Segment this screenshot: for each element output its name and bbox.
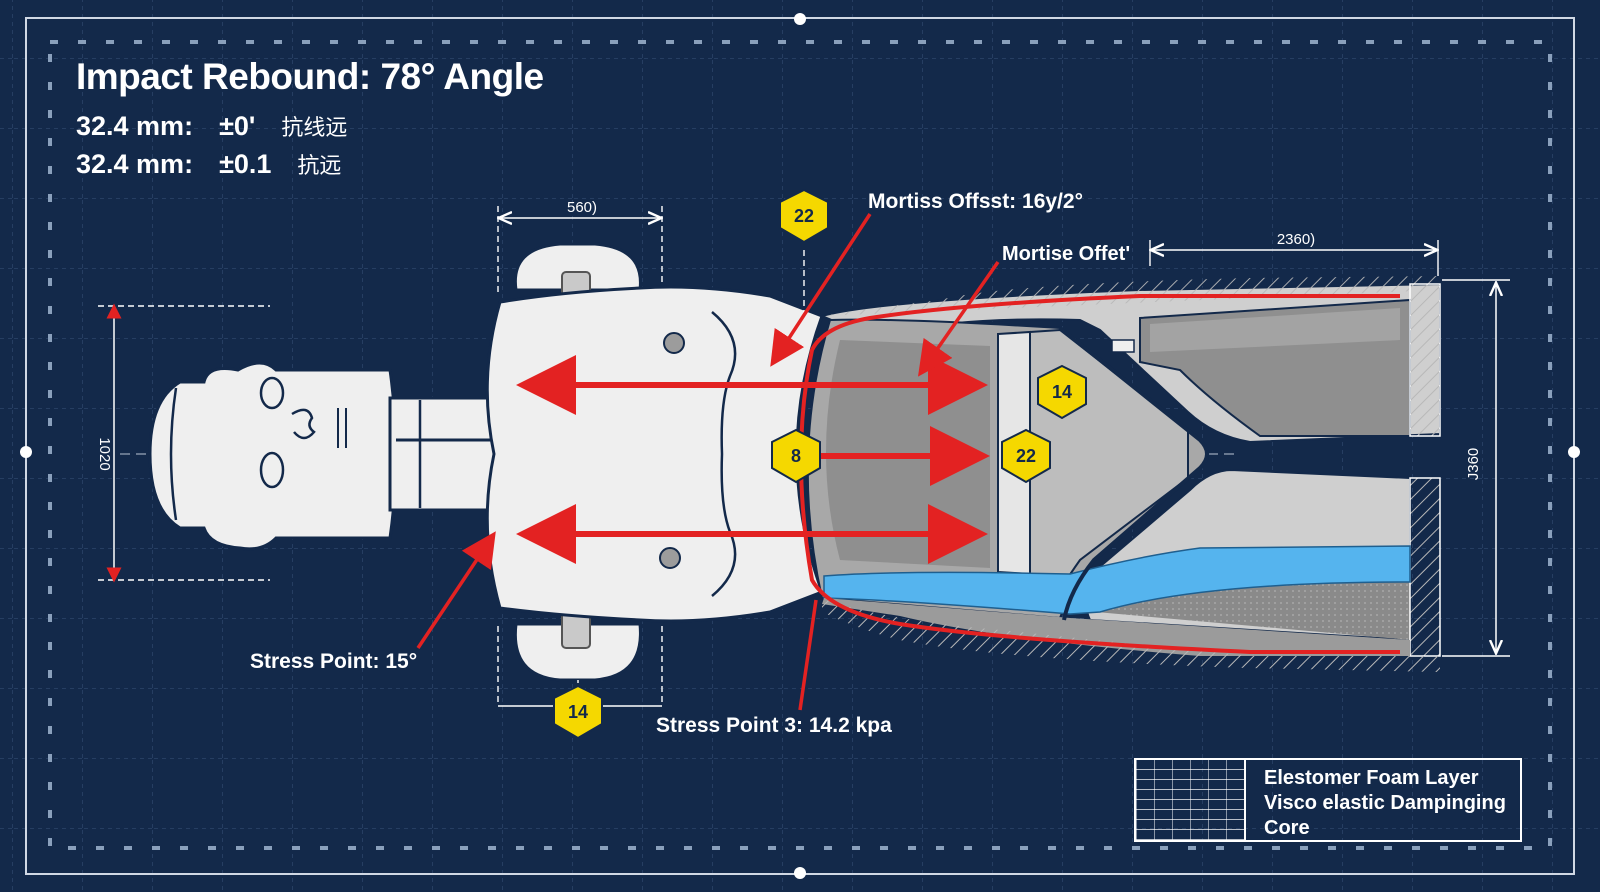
callout-mortise-offset-2: Mortise Offet' — [1002, 243, 1130, 265]
dim-head-height — [98, 303, 270, 583]
legend-box: Elestomer Foam Layer Visco elastic Dampi… — [1134, 758, 1522, 842]
frame-node-right — [1568, 446, 1580, 458]
spec-1-tolerance: ±0' — [219, 111, 256, 141]
spec-2-value: 32.4 mm: — [76, 149, 194, 179]
dummy-head — [148, 361, 398, 551]
dim-pelvis-length — [1150, 240, 1438, 276]
dim-shoulder-width — [498, 206, 662, 296]
legend-line-3: Core — [1264, 817, 1310, 839]
torso-bolt-bottom — [659, 547, 681, 569]
spec-1-note: 抗线远 — [281, 115, 348, 140]
marker-22-top: 22 — [779, 188, 829, 244]
svg-text:22: 22 — [794, 206, 814, 226]
spec-1-value: 32.4 mm: — [76, 111, 194, 141]
callout-stress-point-1: Stress Point: 15° — [250, 650, 417, 673]
dim-leg-height — [1442, 279, 1510, 657]
legend-text: Elestomer Foam Layer Visco elastic Dampi… — [1246, 760, 1506, 840]
foam-layer — [823, 545, 1411, 615]
page-title: Impact Rebound: 78° Angle — [76, 56, 544, 97]
dim-head-height-text: 1020 — [96, 437, 113, 470]
spec-2-note: 抗远 — [297, 153, 342, 178]
torso-bolt-top — [663, 332, 685, 354]
marker-14-chamber: 14 — [1037, 364, 1087, 420]
frame-node-left — [20, 446, 32, 458]
frame-node-bottom — [794, 867, 806, 879]
svg-text:22: 22 — [1016, 446, 1036, 466]
marker-22-center: 22 — [1001, 428, 1051, 484]
marker-14-bottom: 14 — [553, 684, 603, 740]
legend-line-1: Elestomer Foam Layer — [1264, 767, 1479, 789]
svg-text:14: 14 — [1052, 382, 1072, 402]
force-arrows — [516, 355, 990, 564]
legend-line-2: Visco elastic Dampinging — [1264, 792, 1506, 814]
frame-inner-dotted — [48, 40, 1552, 850]
leader-arrows — [416, 213, 1000, 711]
legend-swatch — [1136, 760, 1246, 840]
dim-leg-height-text: J360 — [1465, 448, 1482, 481]
spec-line-2: 32.4 mm: ±0.1 抗远 — [76, 146, 544, 184]
callout-mortise-offset-1: Mortiss Offsst: 16y/2° — [868, 190, 1083, 213]
spec-line-1: 32.4 mm: ±0' 抗线远 — [76, 108, 544, 146]
dim-shoulder-width-text: 560) — [567, 199, 597, 216]
spec-header: Impact Rebound: 78° Angle 32.4 mm: ±0' 抗线远… — [76, 56, 544, 184]
dim-pelvis-length-text: 2360) — [1277, 231, 1315, 248]
frame-node-top — [794, 13, 806, 25]
spec-2-tolerance: ±0.1 — [219, 149, 272, 179]
marker-8-center: 8 — [771, 428, 821, 484]
svg-text:14: 14 — [568, 702, 588, 722]
callout-stress-point-3: Stress Point 3: 14.2 kpa — [656, 714, 892, 737]
svg-text:8: 8 — [791, 446, 801, 466]
